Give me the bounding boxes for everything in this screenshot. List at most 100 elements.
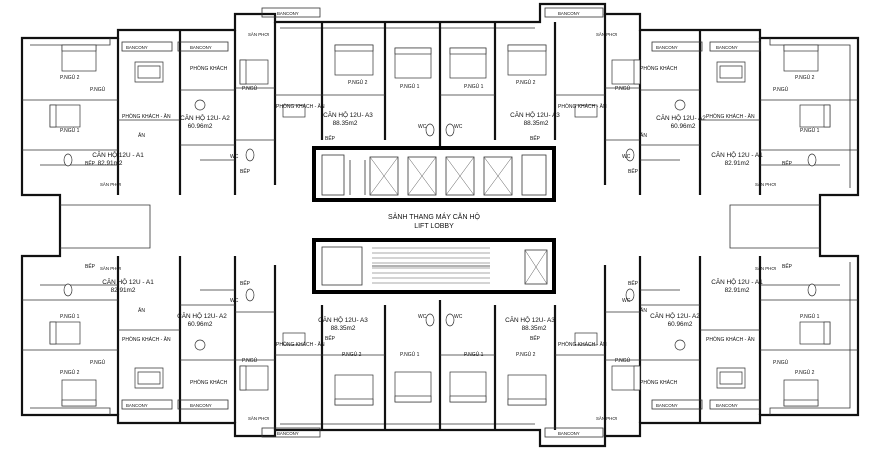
room-kitchen-lr2: BẾP [628, 280, 639, 287]
room-drying-ul: SÂN PHƠI [100, 182, 121, 187]
room-drying-lr: SÂN PHƠI [755, 266, 776, 271]
unit-a3-name-lr: CĂN HỘ 12U- A3 [505, 315, 555, 324]
room-bedroom1-lcl: P.NGỦ 1 [400, 351, 420, 358]
unit-a1-name-ll: CĂN HỘ 12U - A1 [102, 277, 154, 286]
lobby-label-en: LIFT LOBBY [414, 223, 454, 230]
room-wc-lr: WC [622, 298, 631, 304]
balcony-label-5: BANCONY [656, 45, 678, 50]
lower-partitions [22, 256, 858, 436]
room-bedroom2-lcl: P.NGỦ 2 [342, 351, 362, 358]
room-living-ul: PHÒNG KHÁCH - ĂN [122, 113, 171, 120]
drying-bottom-left: SÂN PHƠI [248, 416, 269, 421]
room-kitchen-ll: BẾP [85, 263, 96, 270]
unit-a2-name-ll: CĂN HỘ 12U- A2 [177, 311, 227, 320]
furniture [49, 44, 831, 407]
room-kitchen-ul: BẾP [85, 160, 96, 167]
room-dining-ur: ĂN [640, 132, 647, 139]
unit-a1-area-ll: 82.91m2 [111, 287, 136, 294]
room-living2-lr: PHÒNG KHÁCH - ĂN [558, 341, 607, 348]
balcony-label-6: BANCONY [716, 45, 738, 50]
drying-bottom-right: SÂN PHƠI [596, 416, 617, 421]
balcony-label-8: BANCONY [190, 403, 212, 408]
unit-a2-area-ll: 60.96m2 [188, 321, 213, 328]
room-bedroom-lr2: P.NGỦ [615, 357, 631, 364]
balcony-label-7: BANCONY [126, 403, 148, 408]
room-living-short-ll: PHÒNG KHÁCH [190, 379, 228, 386]
unit-a2-area-ur: 60.96m2 [671, 123, 696, 130]
room-bedroom1-ur: P.NGỦ 1 [800, 127, 820, 134]
unit-a2-name-lr: CĂN HỘ 12U- A2 [650, 311, 700, 320]
room-bedroom2-lcr: P.NGỦ 2 [516, 351, 536, 358]
unit-a3-area-ur: 88.35m2 [524, 120, 549, 127]
room-kitchen-lr3: BẾP [530, 335, 541, 342]
room-living2-ur: PHÒNG KHÁCH - ĂN [558, 103, 607, 110]
room-bedroom-ul: P.NGỦ [90, 86, 106, 93]
room-bedroom2-ll: P.NGỦ 2 [60, 369, 80, 376]
unit-a1-name-ur: CĂN HỘ 12U - A1 [711, 150, 763, 159]
unit-a3-name-ur: CĂN HỘ 12U- A3 [510, 110, 560, 119]
unit-a3-name-ll: CĂN HỘ 12U- A3 [318, 315, 368, 324]
room-bedroom2-lr: P.NGỦ 2 [795, 369, 815, 376]
room-wc-ll: WC [230, 298, 239, 304]
unit-a2-area-ul: 60.96m2 [188, 123, 213, 130]
unit-a2-area-lr: 60.96m2 [668, 321, 693, 328]
unit-a3-name-ul: CĂN HỘ 12U- A3 [323, 110, 373, 119]
balcony-label-12: BANCONY [716, 403, 738, 408]
stair-core-lower [312, 238, 556, 294]
balcony-label-10: BANCONY [558, 431, 580, 436]
room-living-ur: PHÒNG KHÁCH - ĂN [706, 113, 755, 120]
room-dining-ul: ĂN [138, 132, 145, 139]
drying-top-right: SÂN PHƠI [596, 32, 617, 37]
balcony-label-1: BANCONY [126, 45, 148, 50]
room-wc-ur: WC [622, 154, 631, 160]
room-bedroom1-lr: P.NGỦ 1 [800, 313, 820, 320]
room-kitchen-ur: BẾP [782, 160, 793, 167]
unit-a3-area-ul: 88.35m2 [333, 120, 358, 127]
room-bedroom2-ul: P.NGỦ 2 [60, 74, 80, 81]
room-bedroom1-ucl: P.NGỦ 1 [400, 83, 420, 90]
room-wc-lcl: WC [418, 314, 427, 320]
room-living-lr: PHÒNG KHÁCH - ĂN [706, 336, 755, 343]
lobby-label-vn: SẢNH THANG MÁY CĂN HỘ [388, 212, 480, 221]
room-dining-ll: ĂN [138, 307, 145, 314]
room-bedroom2-ur: P.NGỦ 2 [795, 74, 815, 81]
unit-a1-name-lr: CĂN HỘ 12U - A1 [711, 277, 763, 286]
elevator-core-upper [312, 146, 556, 202]
room-bedroom1-ll: P.NGỦ 1 [60, 313, 80, 320]
balconies [121, 7, 761, 438]
room-wc-lcr: WC [454, 314, 463, 320]
room-bedroom1-lcr: P.NGỦ 1 [464, 351, 484, 358]
unit-a3-area-ll: 88.35m2 [331, 325, 356, 332]
room-living-short-ul: PHÒNG KHÁCH [190, 65, 228, 72]
upper-partitions [22, 14, 858, 195]
unit-a1-area-lr: 82.91m2 [725, 287, 750, 294]
room-bedroom-ul2: P.NGỦ [242, 85, 258, 92]
room-bedroom2-ucl: P.NGỦ 2 [348, 79, 368, 86]
balcony-label-11: BANCONY [656, 403, 678, 408]
room-wc-ul: WC [230, 154, 239, 160]
room-living-ll: PHÒNG KHÁCH - ĂN [122, 336, 171, 343]
room-kitchen-ur3: BẾP [530, 135, 541, 142]
room-bedroom1-ul: P.NGỦ 1 [60, 127, 80, 134]
room-bedroom1-ucr: P.NGỦ 1 [464, 83, 484, 90]
balcony-label-2: BANCONY [190, 45, 212, 50]
room-bedroom-ur: P.NGỦ [773, 86, 789, 93]
room-drying-ur: SÂN PHƠI [755, 182, 776, 187]
unit-a1-name-ul: CĂN HỘ 12U - A1 [92, 150, 144, 159]
room-bedroom-ll: P.NGỦ [90, 359, 106, 366]
balcony-label-3: BANCONY [277, 11, 299, 16]
room-kitchen-ul2: BẾP [240, 168, 251, 175]
unit-a1-area-ur: 82.91m2 [725, 160, 750, 167]
room-dining-lr: ĂN [640, 307, 647, 314]
room-living-short-ur: PHÒNG KHÁCH [640, 65, 678, 72]
room-kitchen-lr: BẾP [782, 263, 793, 270]
room-living-short-lr: PHÒNG KHÁCH [640, 379, 678, 386]
balcony-label-9: BANCONY [277, 431, 299, 436]
room-bedroom-lr: P.NGỦ [773, 359, 789, 366]
unit-a3-area-lr: 88.35m2 [522, 325, 547, 332]
room-bedroom2-ucr: P.NGỦ 2 [516, 79, 536, 86]
room-wc-ucr: WC [454, 124, 463, 130]
unit-a2-name-ur: CĂN HỘ 12U- A2 [656, 113, 706, 122]
balcony-label-4: BANCONY [558, 11, 580, 16]
